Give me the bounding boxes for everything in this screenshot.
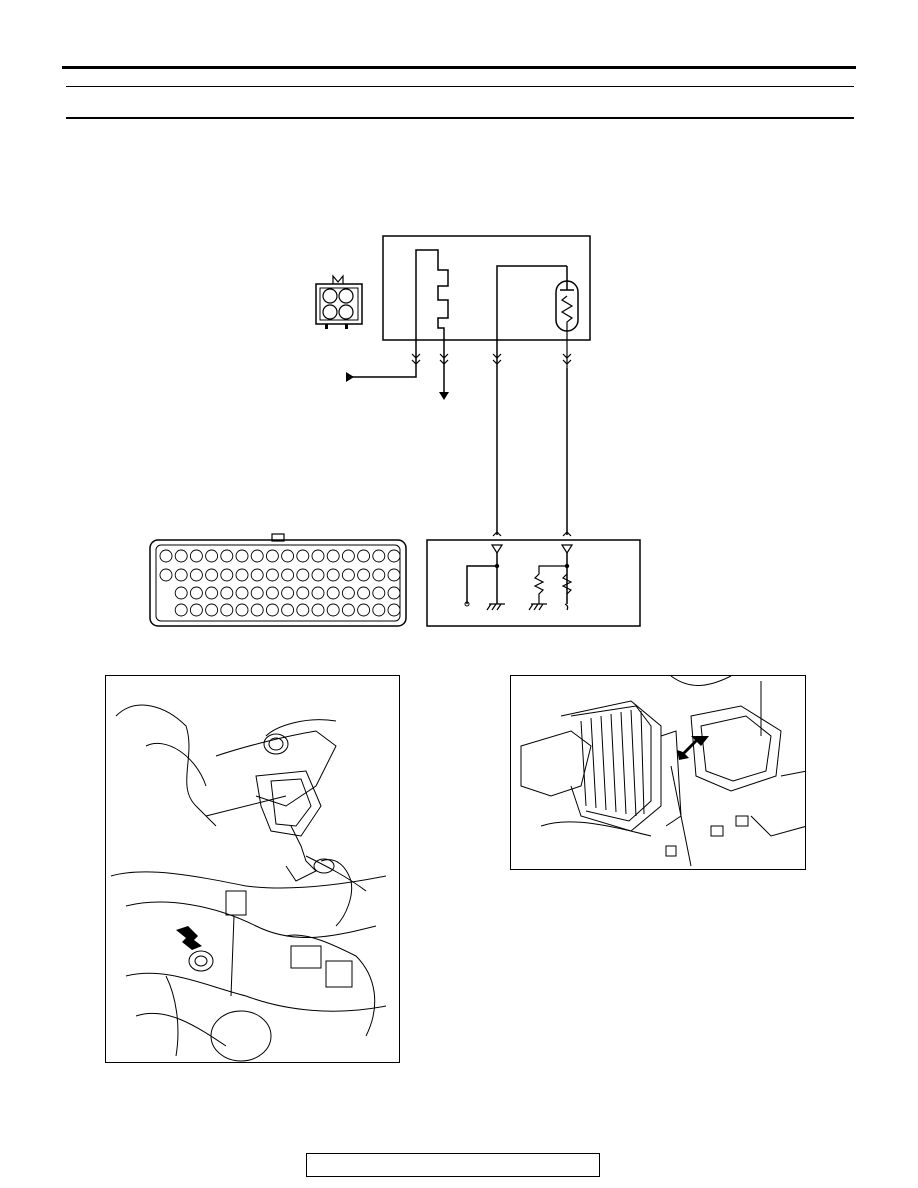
engine-photo-right	[510, 675, 806, 870]
ecm-pin	[372, 549, 386, 563]
ecm-pin	[341, 549, 355, 563]
header-bottom-rule	[66, 117, 854, 119]
ecm-pin	[341, 586, 355, 600]
ecm-pin	[311, 586, 325, 600]
ecm-pin	[265, 603, 279, 617]
wire-arrow-left	[346, 372, 354, 382]
ecm-pin	[174, 568, 188, 582]
wire-to-relay	[350, 368, 417, 378]
ecm-pin	[387, 586, 401, 600]
ecm-pin	[296, 603, 310, 617]
header-sub-rule	[66, 86, 854, 87]
ecm-pin	[220, 603, 234, 617]
ecm-pin	[387, 549, 401, 563]
ecm-pin	[205, 568, 219, 582]
ecm-pin	[326, 568, 340, 582]
ecm-pin	[281, 603, 295, 617]
ecm-pin	[311, 603, 325, 617]
engine-photo-left	[105, 675, 400, 1063]
sensor-unit-box	[382, 235, 591, 341]
heater-element	[415, 249, 449, 368]
header-top-rule	[62, 66, 856, 69]
ecm-internal-box	[426, 539, 641, 627]
ecm-pin	[265, 586, 279, 600]
ecm-pin	[189, 603, 203, 617]
ecm-pin	[311, 549, 325, 563]
ecm-pin	[174, 586, 188, 600]
engine-illustration-right	[520, 676, 805, 867]
ecm-pin	[189, 549, 203, 563]
ecm-pin	[235, 603, 249, 617]
ecm-pin	[296, 568, 310, 582]
ecm-pin	[220, 586, 234, 600]
ecm-pin	[357, 586, 371, 600]
sensor-element-icon	[496, 265, 579, 368]
ecm-pin	[220, 549, 234, 563]
ecm-pin	[326, 549, 340, 563]
ecm-pin	[372, 603, 386, 617]
ecm-pin	[357, 603, 371, 617]
ecm-pin	[372, 586, 386, 600]
ecm-pin	[341, 603, 355, 617]
ecm-pin	[265, 568, 279, 582]
ecm-pin	[220, 568, 234, 582]
ecm-pin	[159, 568, 173, 582]
ecm-pin	[189, 586, 203, 600]
ecm-pin	[174, 603, 188, 617]
ecm-pin	[357, 549, 371, 563]
ecm-pin	[281, 586, 295, 600]
wire-arrow-down	[439, 392, 449, 400]
ecm-pin	[250, 586, 264, 600]
ecm-pin	[205, 603, 219, 617]
page-footer-box	[306, 1153, 600, 1177]
connector-marks-lower	[492, 531, 572, 537]
ecm-pin	[205, 586, 219, 600]
ecm-pin	[296, 549, 310, 563]
ecm-pin	[326, 586, 340, 600]
ecm-pin	[235, 586, 249, 600]
ecm-pin	[281, 568, 295, 582]
ecm-pin	[281, 549, 295, 563]
ecm-pin	[250, 549, 264, 563]
ecm-pin	[326, 603, 340, 617]
ecm-pin	[174, 549, 188, 563]
ecm-pin	[296, 586, 310, 600]
ecm-pin	[372, 568, 386, 582]
ecm-connector-icon	[149, 533, 407, 627]
engine-illustration-left	[110, 704, 387, 1062]
ecm-pin	[387, 603, 401, 617]
ecm-pin	[250, 568, 264, 582]
ecm-pin	[250, 603, 264, 617]
ecm-pin	[387, 568, 401, 582]
ecm-pin	[159, 549, 173, 563]
connector-marks-upper	[411, 353, 572, 365]
ecm-pin	[235, 549, 249, 563]
ecm-pin	[235, 568, 249, 582]
ecm-pin	[189, 568, 203, 582]
sensor-connector-icon	[315, 274, 363, 329]
ecm-pin	[205, 549, 219, 563]
ecm-pin	[357, 568, 371, 582]
ecm-pin	[311, 568, 325, 582]
ecm-pin	[341, 568, 355, 582]
ecm-pin	[265, 549, 279, 563]
